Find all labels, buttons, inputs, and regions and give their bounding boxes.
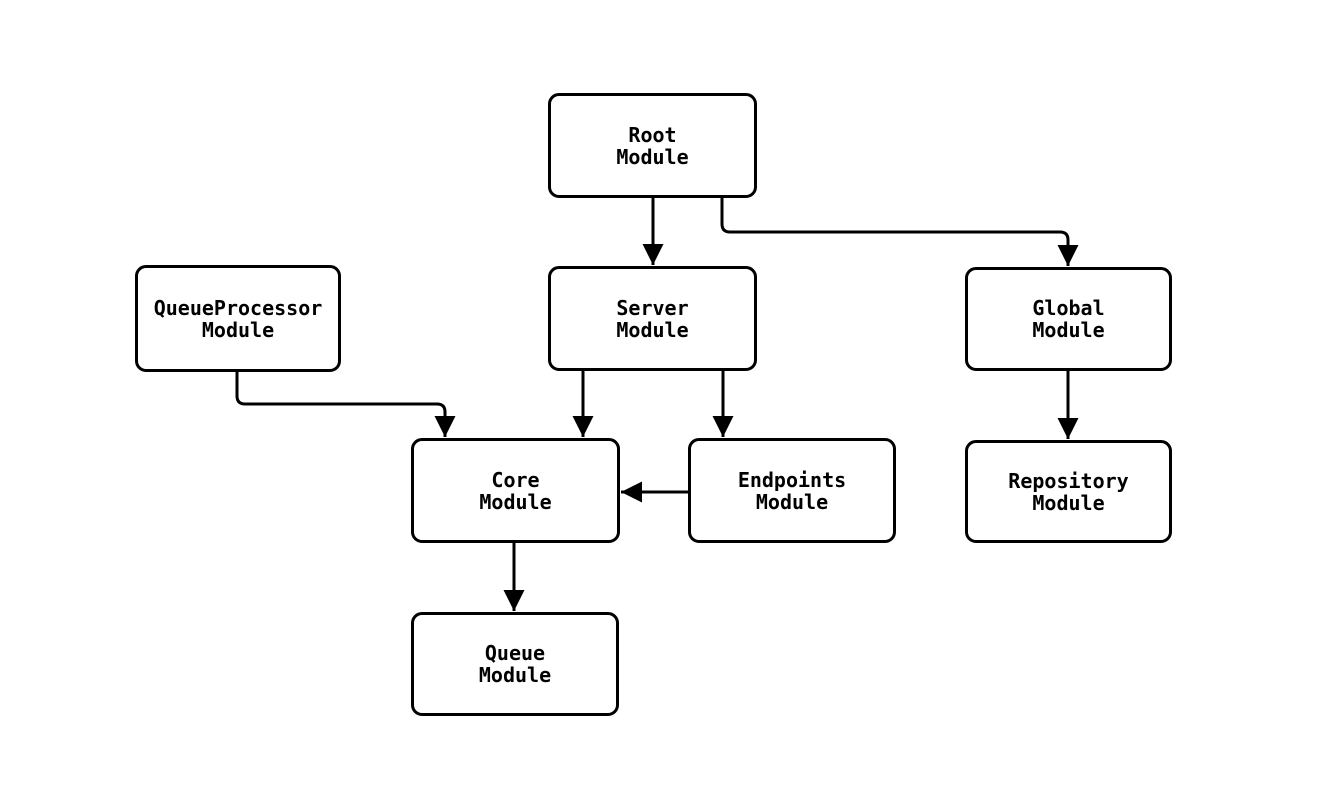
node-queue-module: Queue Module: [411, 612, 619, 716]
node-global-module: Global Module: [965, 267, 1172, 371]
node-label: Endpoints Module: [737, 467, 847, 514]
node-queueprocessor-module: QueueProcessor Module: [135, 265, 341, 372]
node-root-module: Root Module: [548, 93, 757, 198]
node-label: QueueProcessor Module: [153, 295, 323, 342]
node-endpoints-module: Endpoints Module: [688, 438, 896, 543]
node-label: Queue Module: [478, 641, 552, 687]
node-label: Root Module: [616, 122, 689, 169]
node-label: Repository Module: [1008, 468, 1129, 515]
node-core-module: Core Module: [411, 438, 620, 543]
node-label: Global Module: [1032, 296, 1105, 342]
node-server-module: Server Module: [548, 266, 757, 371]
node-label: Server Module: [616, 295, 689, 342]
node-repository-module: Repository Module: [965, 440, 1172, 543]
node-label: Core Module: [479, 467, 552, 514]
